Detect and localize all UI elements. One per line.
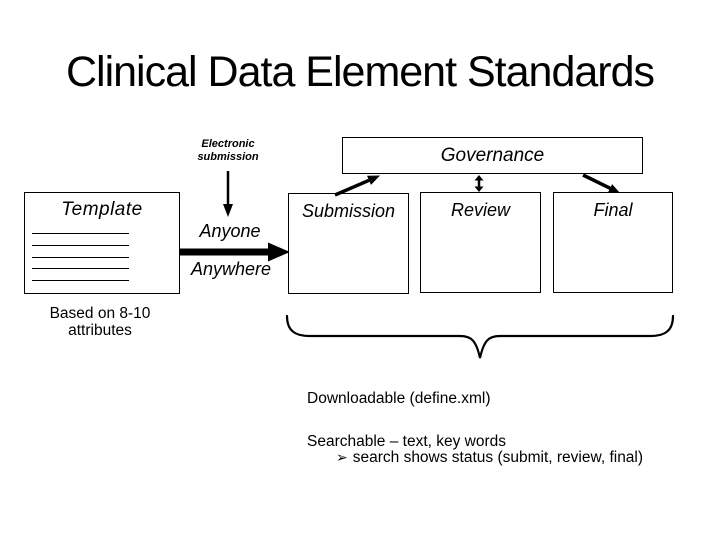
- anyone-label: Anyone: [199, 221, 261, 241]
- arrow-up-down-icon: [474, 175, 484, 192]
- anywhere-label: Anywhere: [190, 259, 272, 279]
- template-line: [32, 268, 129, 269]
- search-status-note: ➢search shows status (submit, review, fi…: [336, 449, 643, 467]
- review-label: Review: [450, 200, 511, 220]
- review-box: Review: [420, 192, 541, 293]
- arrow-down-icon: [223, 171, 233, 217]
- electronic-submission-label: Electronic submission: [197, 138, 259, 163]
- downloadable-note: Downloadable (define.xml): [307, 390, 491, 407]
- submission-box: Submission: [288, 193, 409, 294]
- based-on-note: Based on 8-10 attributes: [49, 305, 151, 339]
- template-line: [32, 280, 129, 281]
- arrow-right-icon: [179, 242, 290, 262]
- submission-label: Submission: [301, 201, 396, 221]
- final-box: Final: [553, 192, 673, 293]
- arrow-up-right-icon: [334, 175, 380, 197]
- search-status-text: search shows status (submit, review, fin…: [352, 449, 644, 466]
- template-line: [32, 257, 129, 258]
- final-label: Final: [593, 200, 633, 220]
- searchable-note: Searchable – text, key words: [307, 433, 507, 450]
- slide-title: Clinical Data Element Standards: [65, 48, 655, 96]
- arrowhead-bullet-icon: ➢: [336, 450, 348, 466]
- template-line: [32, 245, 129, 246]
- curly-brace-icon: [285, 314, 675, 359]
- arrow-down-right-icon: [582, 173, 620, 193]
- template-line: [32, 233, 129, 234]
- governance-label: Governance: [440, 144, 545, 166]
- governance-box: Governance: [342, 137, 643, 174]
- template-box: Template: [24, 192, 180, 294]
- template-label: Template: [61, 199, 143, 220]
